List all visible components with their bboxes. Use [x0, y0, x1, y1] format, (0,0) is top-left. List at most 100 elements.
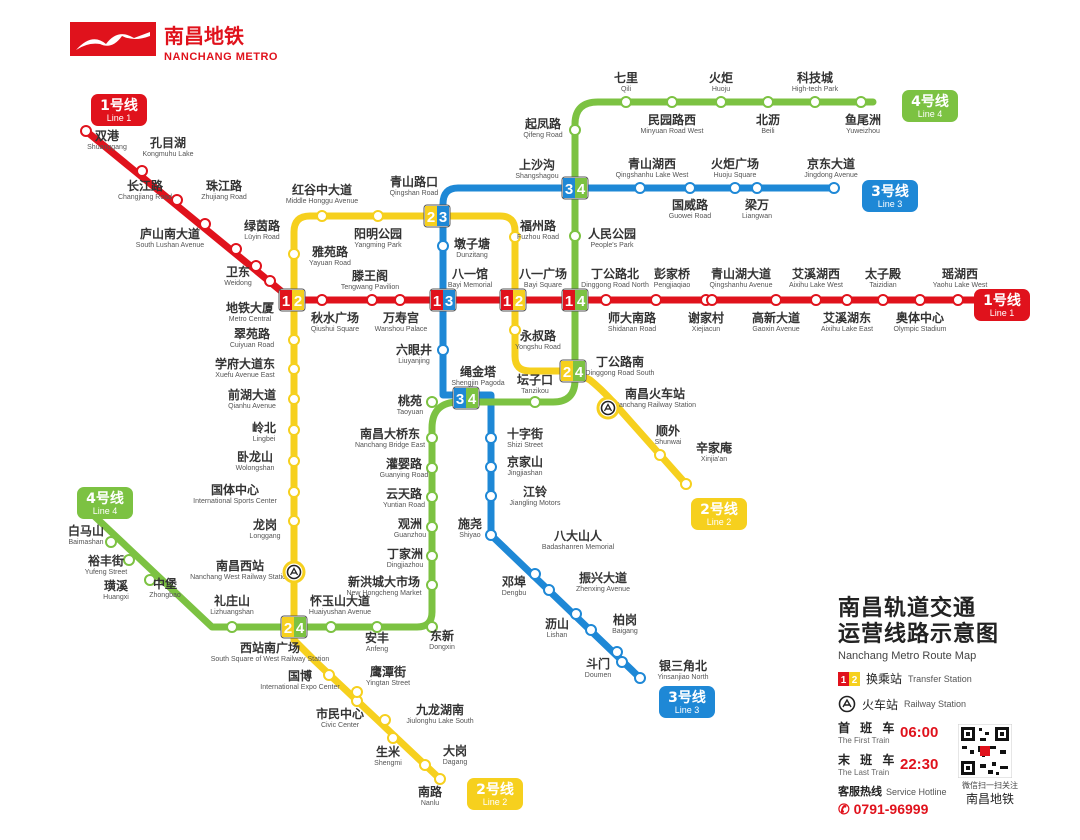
- station-dot-international-expo-center[interactable]: [323, 669, 335, 681]
- station-dot-shengmi[interactable]: [387, 732, 399, 744]
- station-dot-jiulonghu-lake-south[interactable]: [379, 714, 391, 726]
- qr-code-icon[interactable]: [958, 724, 1012, 778]
- station-dot-xuefu-avenue-east[interactable]: [288, 363, 300, 375]
- station-dot-gaoxin-avenue[interactable]: [770, 294, 782, 306]
- station-dot-guowei-road[interactable]: [684, 182, 696, 194]
- station-dot-yangming-park[interactable]: [372, 210, 384, 222]
- station-dot-taizidian[interactable]: [877, 294, 889, 306]
- station-dot-qianhu-avenue[interactable]: [288, 393, 300, 405]
- hotline-number[interactable]: ✆ 0791-96999: [838, 801, 929, 817]
- railway-icon-nanchang-railway-station[interactable]: [596, 396, 620, 420]
- station-dot-guanying-road[interactable]: [426, 462, 438, 474]
- station-dot-liangwan[interactable]: [751, 182, 763, 194]
- station-dot-lizhuangshan[interactable]: [226, 621, 238, 633]
- station-dot-minyuan-road-west[interactable]: [666, 96, 678, 108]
- station-dot-aixihu-lake-west[interactable]: [810, 294, 822, 306]
- station-dot-yaohu-lake-west[interactable]: [952, 294, 964, 306]
- station-dot-huaiyushan-avenue[interactable]: [325, 621, 337, 633]
- station-dot-fuzhou-road[interactable]: [509, 231, 521, 243]
- station-dot-yinsanjiao-north[interactable]: [634, 672, 646, 684]
- station-dot-yuntian-road[interactable]: [426, 491, 438, 503]
- station-dot-doumen[interactable]: [616, 656, 628, 668]
- station-dot-yuweizhou[interactable]: [855, 96, 867, 108]
- station-dot-qili[interactable]: [620, 96, 632, 108]
- station-dot-high-tech-park[interactable]: [809, 96, 821, 108]
- station-dot-international-sports-center[interactable]: [288, 486, 300, 498]
- station-dot-shizi-street[interactable]: [485, 432, 497, 444]
- station-dot-middle-honggu-avenue[interactable]: [316, 210, 328, 222]
- station-dot-wolongshan[interactable]: [288, 455, 300, 467]
- station-dot-wanshou-palace[interactable]: [394, 294, 406, 306]
- station-dot-zhongbao[interactable]: [144, 574, 156, 586]
- station-dot-yingtan-street[interactable]: [351, 686, 363, 698]
- station-dot-dengbu[interactable]: [543, 584, 555, 596]
- station-dot-beili[interactable]: [762, 96, 774, 108]
- station-dot-shiyao[interactable]: [485, 529, 497, 541]
- station-dot-yufeng-street[interactable]: [105, 536, 117, 548]
- station-dot-yayuan-road[interactable]: [288, 248, 300, 260]
- station-dot-dagang[interactable]: [419, 759, 431, 771]
- station-dot-kongmuhu-lake[interactable]: [136, 165, 148, 177]
- station-dot-people-s-park[interactable]: [569, 230, 581, 242]
- station-dot-new-hongcheng-market[interactable]: [426, 579, 438, 591]
- station-dot-longgang[interactable]: [288, 515, 300, 527]
- station-dot-anfeng[interactable]: [371, 621, 383, 633]
- station-dot-nanlu[interactable]: [434, 773, 446, 785]
- station-dot-shidanan-road[interactable]: [600, 294, 612, 306]
- station-dot-zhujiang-road[interactable]: [199, 218, 211, 230]
- station-dot-jingdong-avenue[interactable]: [828, 182, 840, 194]
- station-dot-changjiang-road[interactable]: [171, 194, 183, 206]
- station-dot-dunzitang[interactable]: [437, 240, 449, 252]
- station-dot-zhenxing-avenue[interactable]: [570, 608, 582, 620]
- station-dot-l-yin-road[interactable]: [250, 260, 262, 272]
- station-dot-dongxin[interactable]: [426, 621, 438, 633]
- station-dot-liuyanjing[interactable]: [437, 344, 449, 356]
- station-dot-dingjiazhou[interactable]: [426, 550, 438, 562]
- station-dot-huangxi[interactable]: [123, 554, 135, 566]
- station-dot-taoyuan[interactable]: [426, 396, 438, 408]
- station-dot-tanzikou[interactable]: [529, 396, 541, 408]
- station-dot-qiushui-square[interactable]: [316, 294, 328, 306]
- station-dot-south-lushan-avenue[interactable]: [230, 243, 242, 255]
- station-dot-qingshanhu-avenue[interactable]: [706, 294, 718, 306]
- station-dot-olympic-stadium[interactable]: [914, 294, 926, 306]
- station-dot-huoju-square[interactable]: [729, 182, 741, 194]
- station-dot-xinjia-an[interactable]: [680, 478, 692, 490]
- station-dot-shunwai[interactable]: [654, 449, 666, 461]
- station-dot-guanzhou[interactable]: [426, 521, 438, 533]
- railway-icon-nanchang-west-railway-station[interactable]: [282, 560, 306, 584]
- station-dot-badashanren-memorial[interactable]: [529, 568, 541, 580]
- station-dot-weidong[interactable]: [264, 275, 276, 287]
- station-dot-baigang[interactable]: [611, 646, 623, 658]
- station-dot-nanchang-bridge-east[interactable]: [426, 432, 438, 444]
- station-dot-shuanggang[interactable]: [80, 125, 92, 137]
- station-dot-qingshanhu-lake-west[interactable]: [634, 182, 646, 194]
- station-dot-pengjiaqiao[interactable]: [650, 294, 662, 306]
- station-dot-huoju[interactable]: [715, 96, 727, 108]
- station-dot-aixihu-lake-east[interactable]: [841, 294, 853, 306]
- station-dot-cuiyuan-road[interactable]: [288, 334, 300, 346]
- station-dot-jingjiashan[interactable]: [485, 461, 497, 473]
- station-dot-lingbei[interactable]: [288, 424, 300, 436]
- station-dot-tengwang-pavilion[interactable]: [366, 294, 378, 306]
- station-dot-lishan[interactable]: [585, 624, 597, 636]
- station-dot-qifeng-road[interactable]: [569, 124, 581, 136]
- station-dot-jiangling-motors[interactable]: [485, 490, 497, 502]
